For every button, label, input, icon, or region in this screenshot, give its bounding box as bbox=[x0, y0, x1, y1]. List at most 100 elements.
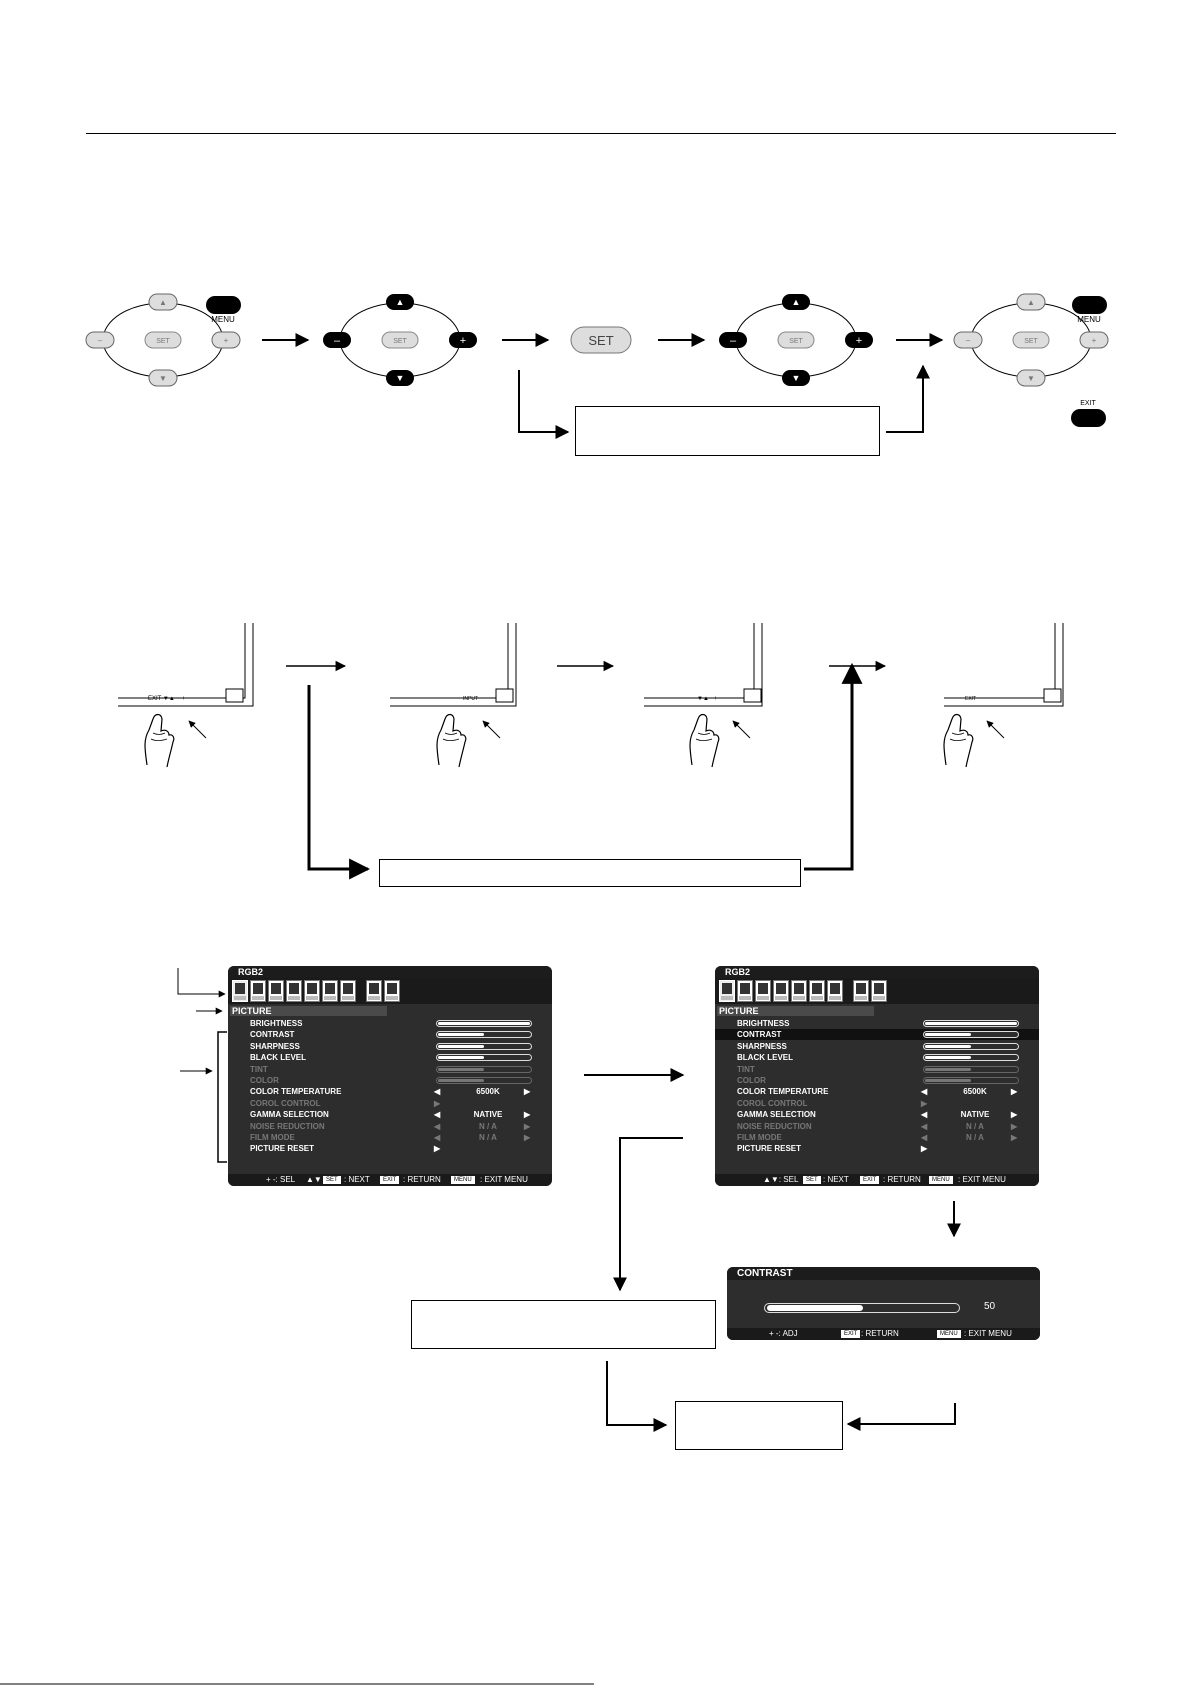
osd-source-label: RGB2 bbox=[228, 966, 552, 978]
osd-item-gamma-selection[interactable]: GAMMA SELECTION◀NATIVE▶ bbox=[737, 1110, 1018, 1120]
hand-pointer-icon bbox=[436, 713, 467, 768]
osd-icon-picture-icon[interactable] bbox=[232, 980, 248, 1002]
osd-level-fill bbox=[438, 1022, 530, 1025]
down-button[interactable] bbox=[1016, 369, 1046, 387]
set-button[interactable] bbox=[1012, 331, 1050, 349]
osd-icon-multi-dsp-icon[interactable] bbox=[340, 980, 356, 1002]
menu-button[interactable] bbox=[1072, 296, 1107, 314]
minus-button[interactable] bbox=[719, 332, 747, 348]
monitor-corner-4: EXIT bbox=[944, 623, 1064, 707]
up-button[interactable] bbox=[386, 294, 414, 310]
svg-text:▼: ▼ bbox=[396, 373, 405, 383]
osd-item-picture-reset[interactable]: PICTURE RESET▶ bbox=[250, 1144, 441, 1154]
svg-text:EXIT: EXIT bbox=[965, 696, 976, 702]
osd-item-color[interactable]: COLOR bbox=[228, 1075, 552, 1086]
osd-item-brightness[interactable]: BRIGHTNESS bbox=[228, 1018, 552, 1029]
osd-icon-adjust-icon[interactable] bbox=[250, 980, 266, 1002]
plus-button[interactable] bbox=[845, 332, 873, 348]
pointer-arrow bbox=[482, 720, 501, 739]
osd-icon-pip-icon[interactable] bbox=[304, 980, 320, 1002]
osd-item-film-mode[interactable]: FILM MODE◀N / A▶ bbox=[250, 1133, 531, 1142]
osd-icon-protect-icon[interactable] bbox=[853, 980, 869, 1002]
set-button[interactable] bbox=[144, 331, 182, 349]
down-button[interactable] bbox=[386, 370, 414, 386]
set-button-large[interactable]: SET bbox=[570, 326, 632, 354]
submenu-arrow-icon: ▶ bbox=[434, 1098, 441, 1108]
osd-item-black-level[interactable]: BLACK LEVEL bbox=[715, 1052, 1039, 1063]
monitor-corner-1: EXIT ▼▲ – + bbox=[118, 623, 254, 707]
flow-connector bbox=[846, 1403, 956, 1431]
pointer-arrow bbox=[986, 720, 1005, 739]
osd-level-bar bbox=[923, 1065, 1019, 1073]
hand-pointer-icon bbox=[689, 713, 720, 768]
osd-item-gamma-selection[interactable]: GAMMA SELECTION◀NATIVE▶ bbox=[250, 1110, 531, 1120]
pointer-arrow bbox=[188, 720, 207, 739]
up-button[interactable] bbox=[782, 294, 810, 310]
osd-item-picture-reset[interactable]: PICTURE RESET▶ bbox=[737, 1144, 928, 1154]
osd-icon-schedule-icon[interactable] bbox=[773, 980, 789, 1002]
osd-icon-advanced-icon[interactable] bbox=[384, 980, 400, 1002]
osd-footer: + -: SEL ▲▼ SET : NEXT EXIT : RETURN MEN… bbox=[228, 1174, 552, 1186]
svg-text:EXIT ▼▲ – +: EXIT ▼▲ – + bbox=[148, 696, 185, 702]
osd-level-fill bbox=[438, 1056, 484, 1060]
minus-button[interactable] bbox=[85, 331, 115, 349]
osd-item-color-temperature[interactable]: COLOR TEMPERATURE◀6500K▶ bbox=[250, 1087, 531, 1097]
note-box-4 bbox=[675, 1401, 843, 1450]
flow-connector bbox=[804, 662, 863, 871]
minus-button[interactable] bbox=[953, 331, 983, 349]
osd-item-color-temperature[interactable]: COLOR TEMPERATURE◀6500K▶ bbox=[737, 1087, 1018, 1097]
osd-item-black-level[interactable]: BLACK LEVEL bbox=[228, 1052, 552, 1063]
osd-icon-schedule-icon[interactable] bbox=[286, 980, 302, 1002]
set-button[interactable] bbox=[777, 331, 815, 349]
osd-item-contrast[interactable]: CONTRAST bbox=[228, 1029, 552, 1040]
contrast-value: 50 bbox=[984, 1301, 996, 1312]
osd-icon-multi-dsp-icon[interactable] bbox=[827, 980, 843, 1002]
contrast-slider[interactable] bbox=[764, 1303, 960, 1313]
plus-button[interactable] bbox=[211, 331, 241, 349]
osd-item-sharpness[interactable]: SHARPNESS bbox=[715, 1041, 1039, 1052]
osd-icon-picture-icon[interactable] bbox=[719, 980, 735, 1002]
osd-item-sharpness[interactable]: SHARPNESS bbox=[228, 1041, 552, 1052]
minus-button[interactable] bbox=[323, 332, 351, 348]
osd-icon-osd-icon[interactable] bbox=[322, 980, 338, 1002]
plus-button[interactable] bbox=[449, 332, 477, 348]
osd-item-film-mode[interactable]: FILM MODE◀N / A▶ bbox=[737, 1133, 1018, 1142]
osd-item-color[interactable]: COLOR bbox=[715, 1075, 1039, 1086]
svg-text:–: – bbox=[966, 336, 971, 345]
set-button[interactable] bbox=[381, 331, 419, 349]
osd-item-contrast[interactable]: CONTRAST bbox=[715, 1029, 1039, 1041]
osd-icon-advanced-icon[interactable] bbox=[871, 980, 887, 1002]
down-button[interactable] bbox=[148, 369, 178, 387]
osd-item-corol-control[interactable]: COROL CONTROL▶ bbox=[737, 1098, 928, 1108]
osd-icon-protect-icon[interactable] bbox=[366, 980, 382, 1002]
up-button[interactable] bbox=[1016, 293, 1046, 311]
svg-text:SET: SET bbox=[789, 338, 803, 345]
left-arrow-icon: ◀ bbox=[434, 1110, 441, 1120]
remote-pad-1: ▲ ▼ – + SET MENU bbox=[85, 293, 241, 387]
osd-icon-audio-icon[interactable] bbox=[755, 980, 771, 1002]
osd-item-tint[interactable]: TINT bbox=[228, 1064, 552, 1075]
osd-level-bar bbox=[436, 1020, 532, 1027]
osd-item-noise-reduction[interactable]: NOISE REDUCTION◀N / A▶ bbox=[737, 1121, 1018, 1131]
osd-icon-bar bbox=[715, 978, 1039, 1004]
osd-icon-adjust-icon[interactable] bbox=[737, 980, 753, 1002]
svg-text:▲: ▲ bbox=[792, 297, 801, 307]
osd-icon-audio-icon[interactable] bbox=[268, 980, 284, 1002]
right-arrow-icon: ▶ bbox=[524, 1087, 531, 1097]
svg-text:–: – bbox=[98, 336, 103, 345]
osd-icon-pip-icon[interactable] bbox=[791, 980, 807, 1002]
osd-item-tint[interactable]: TINT bbox=[715, 1064, 1039, 1075]
left-arrow-icon: ◀ bbox=[921, 1110, 928, 1120]
osd-item-brightness[interactable]: BRIGHTNESS bbox=[715, 1018, 1039, 1029]
osd-item-corol-control[interactable]: COROL CONTROL▶ bbox=[250, 1098, 441, 1108]
osd-item-noise-reduction[interactable]: NOISE REDUCTION◀N / A▶ bbox=[250, 1121, 531, 1131]
up-button[interactable] bbox=[148, 293, 178, 311]
exit-button[interactable] bbox=[1071, 409, 1106, 427]
down-button[interactable] bbox=[782, 370, 810, 386]
menu-button[interactable] bbox=[206, 296, 241, 314]
plus-button[interactable] bbox=[1079, 331, 1109, 349]
contrast-title: CONTRAST bbox=[727, 1267, 1040, 1280]
up-arrow-icon: ▲ bbox=[159, 298, 167, 307]
osd-level-fill bbox=[925, 1044, 971, 1048]
osd-icon-osd-icon[interactable] bbox=[809, 980, 825, 1002]
